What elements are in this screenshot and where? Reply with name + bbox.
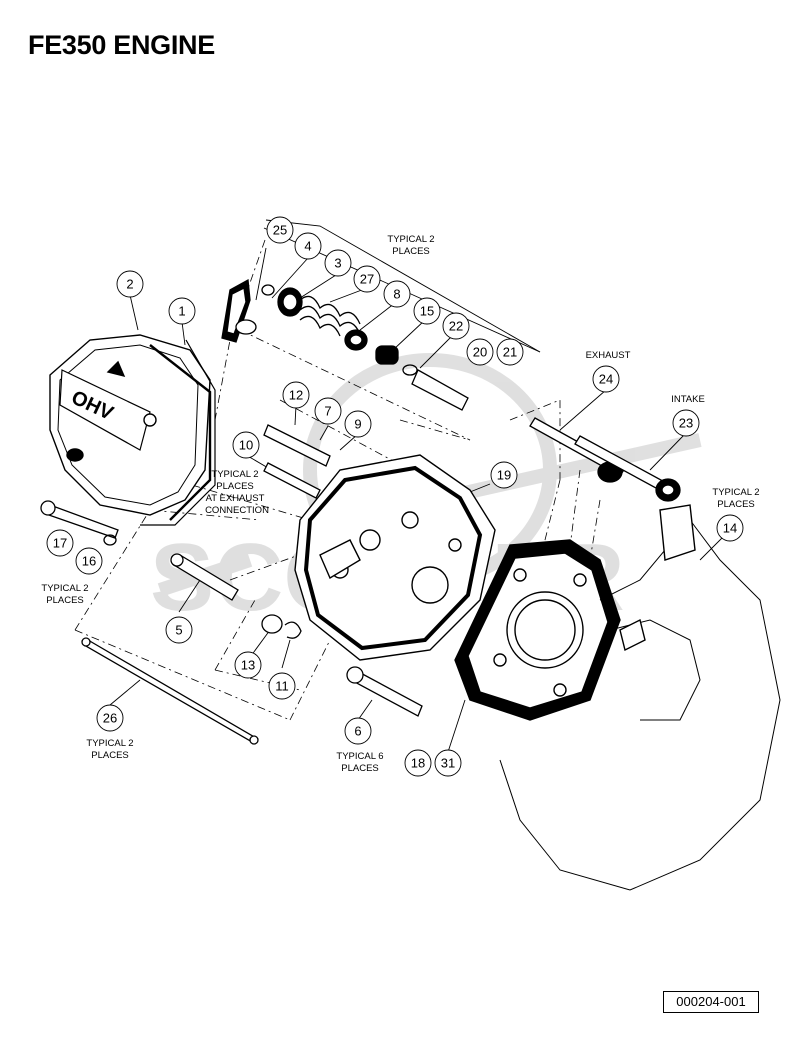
note-typical6-2: PLACES (341, 763, 379, 774)
valve-cover: OHV (49, 334, 216, 526)
note-typical2-exhaust-4: CONNECTION (205, 505, 269, 516)
part-14: 14 (723, 521, 737, 536)
part-13: 13 (241, 658, 255, 673)
push-rods (40, 424, 423, 745)
part-3: 3 (334, 256, 341, 271)
note-typical2-right-2: PLACES (717, 499, 755, 510)
note-typical2-bottom-2: PLACES (91, 750, 129, 761)
part-31: 31 (441, 756, 455, 771)
note-typical2-exhaust-1: TYPICAL 2 (211, 469, 258, 480)
part-5: 5 (175, 623, 182, 638)
part-15: 15 (420, 304, 434, 319)
note-typical2-top-1: TYPICAL 2 (387, 234, 434, 245)
part-27: 27 (360, 272, 374, 287)
note-typical2-right-1: TYPICAL 2 (712, 487, 759, 498)
note-exhaust: EXHAUST (586, 350, 631, 361)
part-10: 10 (239, 438, 253, 453)
cylinder-block (454, 504, 781, 891)
part-16: 16 (82, 554, 96, 569)
part-7: 7 (324, 404, 331, 419)
part-8: 8 (393, 287, 400, 302)
valves (529, 417, 681, 502)
part-20: 20 (473, 345, 487, 360)
notes: TYPICAL 2 PLACES EXHAUST INTAKE TYPICAL … (41, 234, 759, 774)
part-6: 6 (354, 724, 361, 739)
note-typical2-left-1: TYPICAL 2 (41, 583, 88, 594)
part-1: 1 (178, 304, 185, 319)
part-26: 26 (103, 711, 117, 726)
part-12: 12 (289, 388, 303, 403)
note-typical2-exhaust-3: AT EXHAUST (206, 493, 265, 504)
cylinder-head (294, 454, 496, 661)
part-21: 21 (503, 345, 517, 360)
part-4: 4 (304, 239, 311, 254)
part-22: 22 (449, 319, 463, 334)
part-24: 24 (599, 372, 613, 387)
note-typical2-top-2: PLACES (392, 246, 430, 257)
part-25: 25 (273, 223, 287, 238)
part-23: 23 (679, 416, 693, 431)
part-17: 17 (53, 536, 67, 551)
rocker-arm (221, 278, 275, 343)
part-callouts (46, 216, 744, 777)
part-19: 19 (497, 468, 511, 483)
part-18: 18 (411, 756, 425, 771)
note-typical2-exhaust-2: PLACES (216, 481, 254, 492)
note-typical2-left-2: PLACES (46, 595, 84, 606)
note-typical2-bottom-1: TYPICAL 2 (86, 738, 133, 749)
note-intake: INTAKE (671, 394, 705, 405)
part-2: 2 (126, 277, 133, 292)
part-numbers: 25 4 3 27 8 15 22 20 21 2 1 24 23 12 7 9… (53, 223, 737, 771)
document-reference: 000204-001 (663, 991, 759, 1013)
valve-spring (277, 287, 469, 411)
part-9: 9 (354, 417, 361, 432)
page-title: FE350 ENGINE (28, 30, 215, 60)
note-typical6-1: TYPICAL 6 (336, 751, 383, 762)
part-11: 11 (275, 679, 289, 694)
